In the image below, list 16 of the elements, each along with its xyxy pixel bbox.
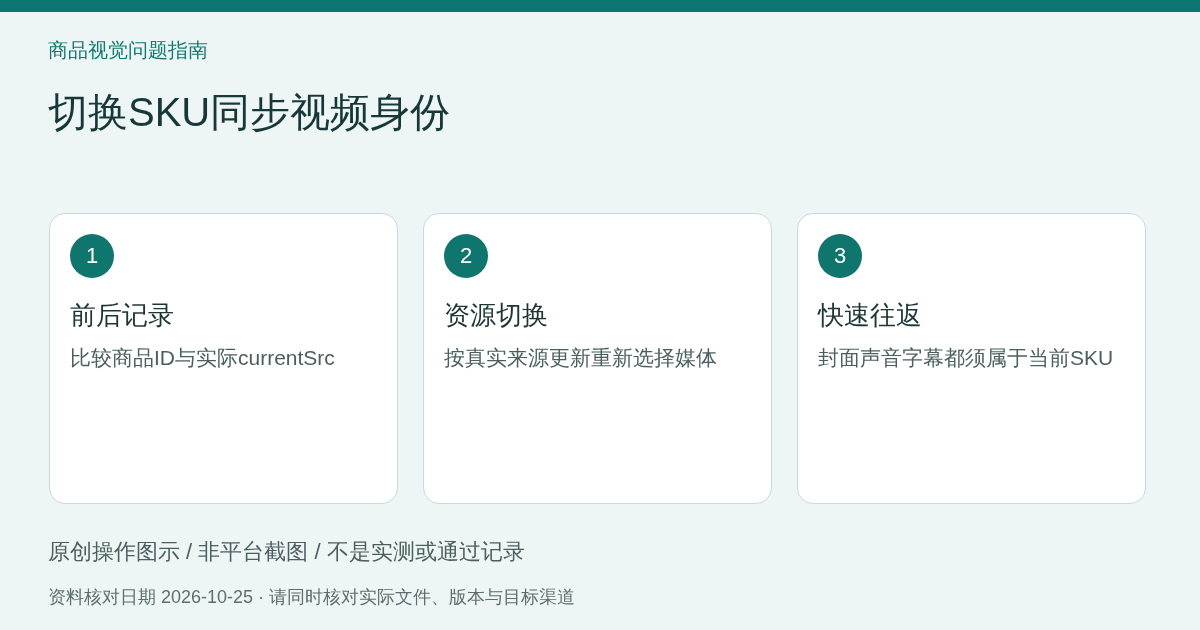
step-card [797, 213, 1146, 504]
step-number-circle: 1 [70, 234, 114, 278]
step-heading: 资源切换 [444, 299, 548, 332]
page-title: 切换SKU同步视频身份 [48, 89, 451, 136]
step-card [423, 213, 772, 504]
step-number-circle: 2 [444, 234, 488, 278]
date-note: 资料核对日期 2026-10-25 · 请同时核对实际文件、版本与目标渠道 [48, 586, 576, 609]
breadcrumb-text: 商品视觉问题指南 [48, 38, 208, 63]
step-description: 比较商品ID与实际currentSrc [70, 345, 336, 371]
step-card [49, 213, 398, 504]
step-description: 按真实来源更新重新选择媒体 [444, 345, 718, 371]
disclaimer-note: 原创操作图示 / 非平台截图 / 不是实测或通过记录 [48, 538, 525, 566]
step-heading: 快速往返 [818, 299, 922, 332]
step-heading: 前后记录 [70, 299, 174, 332]
step-description: 封面声音字幕都须属于当前SKU [818, 345, 1115, 371]
step-number-circle: 3 [818, 234, 862, 278]
